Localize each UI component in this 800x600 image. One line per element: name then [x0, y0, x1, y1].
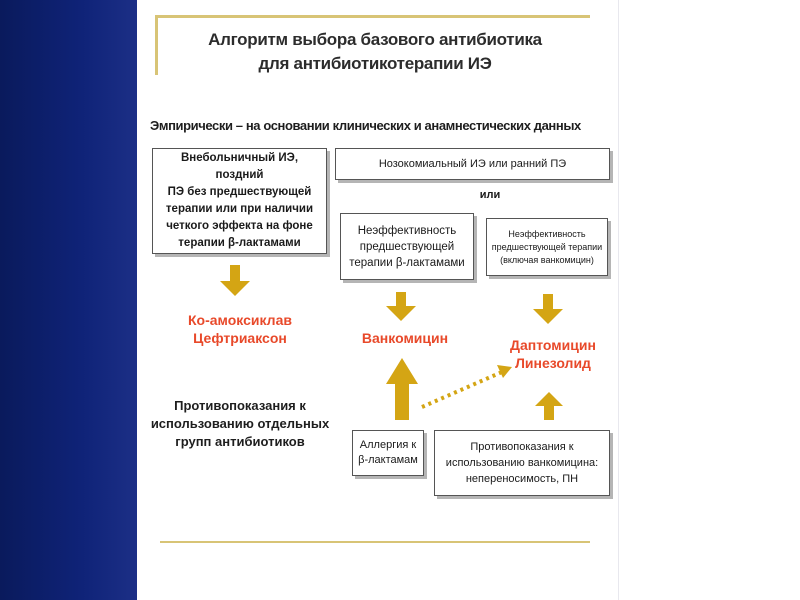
box-line: предшествующей	[359, 240, 455, 253]
arrow-dotted-head	[497, 365, 512, 378]
box-line: Неэффективность	[357, 224, 457, 237]
arrow-up-big	[386, 358, 418, 420]
box-line: предшествующей терапии	[491, 241, 603, 252]
drug-line: Цефтриаксон	[193, 330, 287, 346]
title-line-2: для антибиотикотерапии ИЭ	[258, 54, 492, 73]
box-line: Аллергия к	[359, 439, 417, 451]
arrow-dotted-line	[421, 370, 503, 409]
label-line: использованию отдельных	[150, 416, 330, 431]
left-band	[0, 0, 137, 600]
empiric-label: Эмпирически – на основании клинических и…	[150, 118, 581, 133]
box-nosocomial-ie: Нозокомиальный ИЭ или ранний ПЭ	[335, 148, 610, 180]
label-line: Противопоказания к	[174, 398, 306, 413]
title-line-1: Алгоритм выбора базового антибиотика	[208, 30, 542, 49]
drug-line: Ко-амоксиклав	[188, 312, 292, 328]
or-label: или	[479, 189, 501, 201]
drug-line: Линезолид	[515, 355, 591, 371]
box-line: Неэффективность	[508, 228, 586, 239]
box-line: терапии β-лактамами	[178, 237, 301, 249]
box-community-ie: Внебольничный ИЭ, поздний ПЭ без предшес…	[152, 148, 327, 254]
box-line: Внебольничный ИЭ, поздний	[180, 152, 299, 181]
box-vancomycin-contraindications: Противопоказания к использованию ванкоми…	[434, 430, 610, 496]
gold-side-rule	[155, 15, 158, 75]
drug-daptomycin-linezolid: Даптомицин Линезолид	[493, 336, 613, 372]
label-line: групп антибиотиков	[175, 434, 305, 449]
arrow-down-1	[220, 265, 250, 296]
box-line: использованию ванкомицина:	[445, 457, 599, 469]
drug-coamoxiclav-ceftriaxone: Ко-амоксиклав Цефтриаксон	[170, 311, 310, 347]
contraindications-groups-label: Противопоказания к использованию отдельн…	[150, 397, 330, 451]
gold-bottom-rule	[160, 541, 590, 543]
arrow-down-3	[533, 294, 563, 324]
box-line: β-лактамам	[358, 454, 418, 466]
box-ineffective-beta-lactam: Неэффективность предшествующей терапии β…	[340, 213, 474, 280]
slide-edge-line	[618, 0, 619, 600]
box-ineffective-vancomycin: Неэффективность предшествующей терапии (…	[486, 218, 608, 276]
arrow-down-2	[386, 292, 416, 321]
box-line: четкого эффекта на фоне	[166, 220, 313, 232]
drug-line: Даптомицин	[510, 337, 596, 353]
drug-line: Ванкомицин	[361, 330, 449, 346]
box-line: терапии или при наличии	[165, 203, 314, 215]
arrow-up-small	[535, 392, 563, 420]
gold-top-rule	[155, 15, 590, 18]
box-line: терапии β-лактамами	[349, 256, 465, 269]
drug-vancomycin: Ванкомицин	[345, 329, 465, 347]
box-line: непереносимость, ПН	[465, 473, 579, 485]
box-line: Противопоказания к	[470, 441, 574, 453]
box-line: ПЭ без предшествующей	[167, 186, 312, 198]
box-line: Нозокомиальный ИЭ или ранний ПЭ	[378, 157, 567, 170]
box-line: (включая ванкомицин)	[500, 254, 594, 265]
box-beta-lactam-allergy: Аллергия к β-лактамам	[352, 430, 424, 476]
